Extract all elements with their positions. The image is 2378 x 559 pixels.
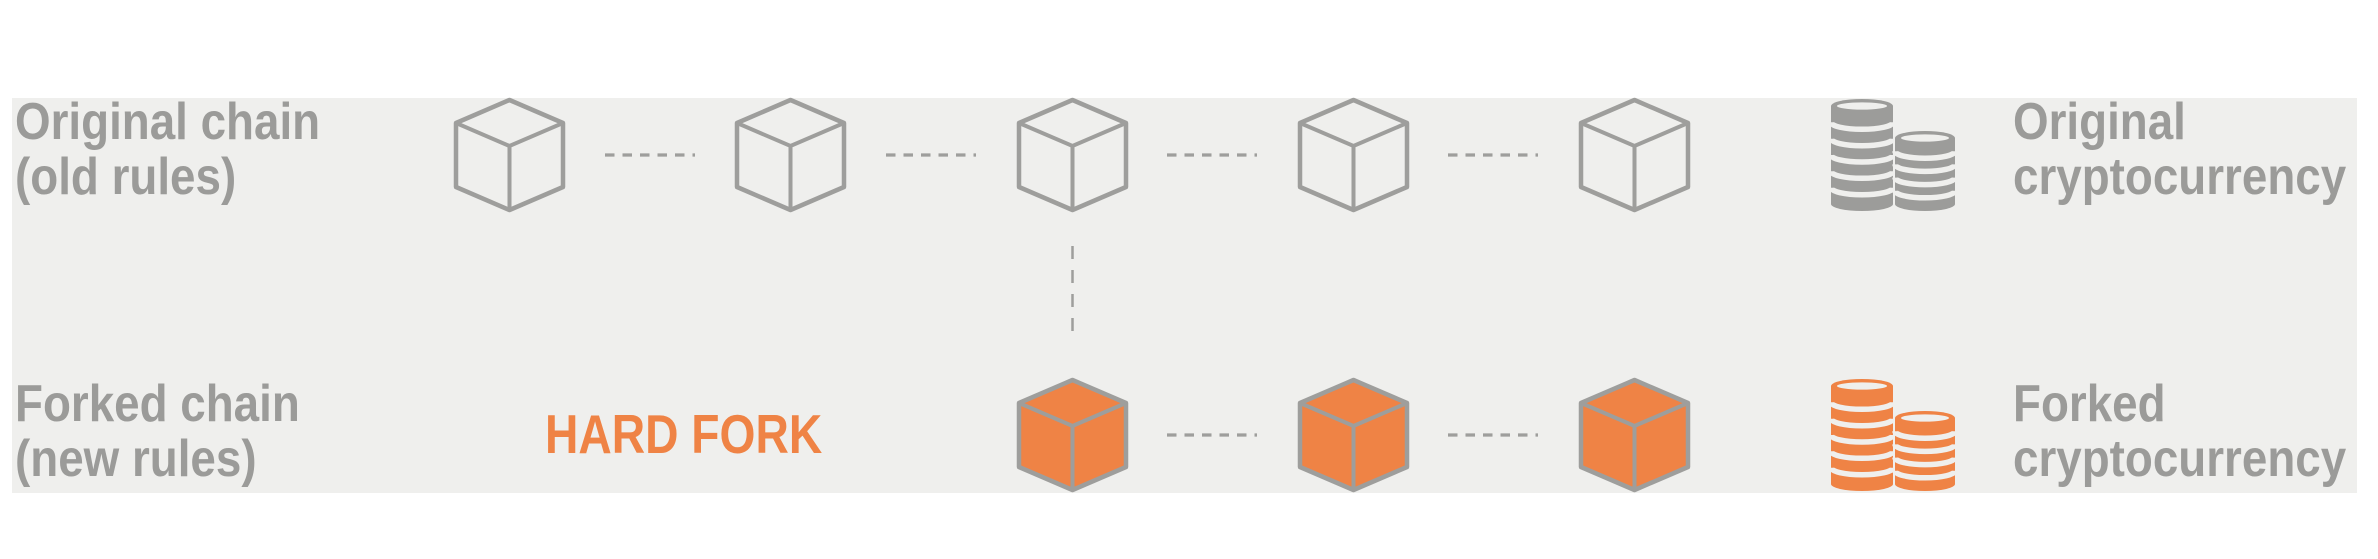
original-chain-label-line2: (old rules) xyxy=(15,148,237,206)
block-icon xyxy=(1297,97,1410,213)
chain-link-icon xyxy=(1448,153,1538,157)
forked-cryptocurrency-line2: cryptocurrency xyxy=(2013,430,2347,488)
original-cryptocurrency-line1: Original xyxy=(2013,93,2186,151)
coin-stack-icon-forked xyxy=(1829,379,1957,491)
forked-cryptocurrency-line1: Forked xyxy=(2013,375,2166,433)
chain-link-icon xyxy=(1167,153,1257,157)
hard-fork-annotation: HARD FORK xyxy=(545,403,823,465)
block-icon xyxy=(1578,97,1691,213)
coin-stack-icon xyxy=(1829,99,1957,211)
block-icon xyxy=(734,97,847,213)
chain-link-icon xyxy=(1167,433,1257,437)
chain-link-icon xyxy=(605,153,695,157)
chain-link-icon xyxy=(886,153,976,157)
forked-chain-label-line2: (new rules) xyxy=(15,430,257,488)
original-chain-label: Original chain (old rules) xyxy=(15,95,362,205)
block-icon xyxy=(1016,97,1129,213)
forked-cryptocurrency-label: Forked cryptocurrency xyxy=(2013,377,2378,487)
block-icon-forked xyxy=(1578,377,1691,493)
diagram-background-panel xyxy=(12,98,2357,493)
chain-link-icon xyxy=(1448,433,1538,437)
original-chain-label-line1: Original chain xyxy=(15,93,321,151)
original-cryptocurrency-line2: cryptocurrency xyxy=(2013,148,2347,206)
block-icon-forked xyxy=(1297,377,1410,493)
forked-chain-label: Forked chain (new rules) xyxy=(15,377,339,487)
block-icon-forked xyxy=(1016,377,1129,493)
fork-branch-icon xyxy=(1071,246,1074,342)
forked-chain-label-line1: Forked chain xyxy=(15,375,300,433)
original-cryptocurrency-label: Original cryptocurrency xyxy=(2013,95,2378,205)
block-icon xyxy=(453,97,566,213)
